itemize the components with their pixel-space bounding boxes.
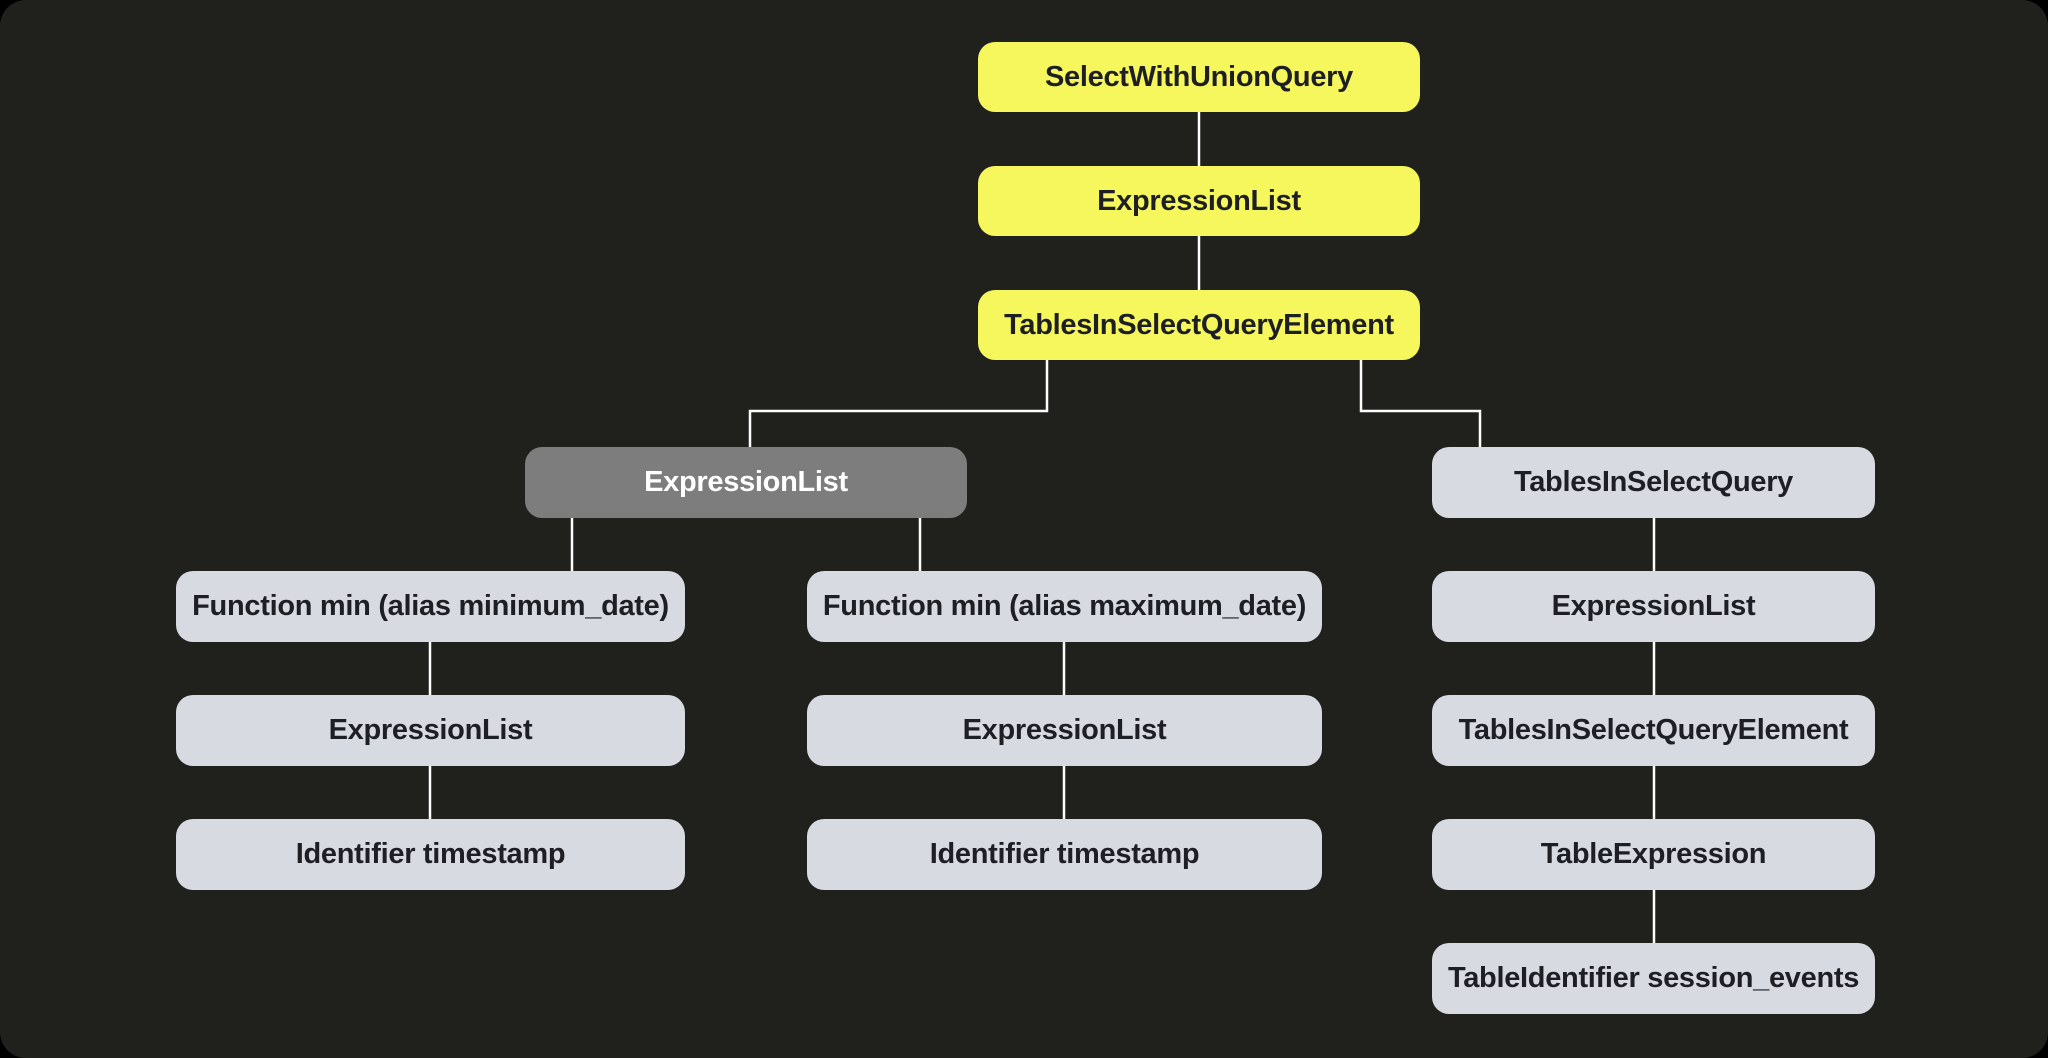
node-tables-in-select-query-element-top[interactable]: TablesInSelectQueryElement (978, 290, 1420, 360)
node-tables-in-select-query[interactable]: TablesInSelectQuery (1432, 447, 1875, 518)
edge-element-to-selected-expressionlist (748, 360, 1049, 447)
node-identifier-timestamp-left[interactable]: Identifier timestamp (176, 819, 685, 890)
node-table-identifier-session-events[interactable]: TableIdentifier session_events (1432, 943, 1875, 1014)
node-function-min-maximum-date[interactable]: Function min (alias maximum_date) (807, 571, 1322, 642)
node-expression-list-right[interactable]: ExpressionList (1432, 571, 1875, 642)
node-expression-list-left[interactable]: ExpressionList (176, 695, 685, 766)
node-identifier-timestamp-middle[interactable]: Identifier timestamp (807, 819, 1322, 890)
node-expression-list-middle[interactable]: ExpressionList (807, 695, 1322, 766)
edge-element-to-tablesinselectquery (1359, 360, 1482, 447)
node-expression-list-top[interactable]: ExpressionList (978, 166, 1420, 236)
node-select-with-union-query[interactable]: SelectWithUnionQuery (978, 42, 1420, 112)
node-table-expression[interactable]: TableExpression (1432, 819, 1875, 890)
node-function-min-minimum-date[interactable]: Function min (alias minimum_date) (176, 571, 685, 642)
node-tables-in-select-query-element-sub[interactable]: TablesInSelectQueryElement (1432, 695, 1875, 766)
node-expression-list-selected[interactable]: ExpressionList (525, 447, 967, 518)
